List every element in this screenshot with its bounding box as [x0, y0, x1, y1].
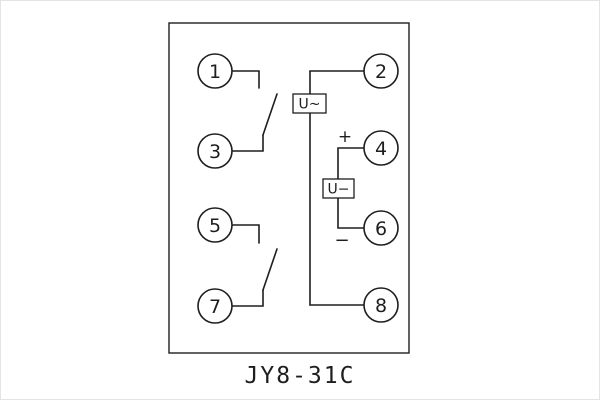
- terminal-8: 8: [363, 287, 399, 323]
- terminal-6: 6: [363, 210, 399, 246]
- ac-source: U~: [292, 93, 327, 114]
- wire-terminal-3: [231, 134, 264, 152]
- terminal-number: 5: [209, 215, 221, 237]
- terminal-number: 3: [209, 141, 221, 163]
- terminal-number: 8: [375, 295, 387, 317]
- terminal-number: 4: [375, 138, 387, 160]
- wire-terminal-4: [337, 147, 365, 180]
- terminal-number: 1: [209, 61, 221, 83]
- wire-terminal-1: [231, 70, 260, 89]
- wire-terminal-7: [231, 289, 264, 307]
- dc-source-box: [322, 178, 355, 199]
- wiring-top-contact: [231, 70, 278, 152]
- wire-terminal-6: [337, 197, 365, 229]
- dc-source-label: U−: [328, 182, 350, 198]
- wiring-bottom-contact: [231, 224, 278, 307]
- model-caption: JY8-31C: [244, 363, 356, 389]
- ac-source-label: U~: [299, 97, 321, 113]
- contact-blade-bottom: [262, 248, 278, 291]
- terminal-circle: [197, 288, 233, 324]
- terminal-5: 5: [197, 207, 233, 243]
- wire-terminal-5: [231, 224, 260, 244]
- terminal-circle: [363, 287, 399, 323]
- terminal-circle: [197, 53, 233, 89]
- ac-source-box: [292, 93, 327, 114]
- terminal-1: 1: [197, 53, 233, 89]
- contact-blade-top: [262, 93, 278, 136]
- terminal-circle: [363, 130, 399, 166]
- dc-source: U−: [322, 178, 355, 199]
- terminal-4: 4: [363, 130, 399, 166]
- terminal-number: 7: [209, 296, 221, 318]
- device-outline: [168, 22, 410, 354]
- terminal-circle: [197, 207, 233, 243]
- terminal-2: 2: [363, 53, 399, 89]
- terminal-3: 3: [197, 133, 233, 169]
- wiring-dc-branch: [337, 147, 365, 229]
- terminal-number: 2: [375, 61, 387, 83]
- terminal-circle: [363, 53, 399, 89]
- terminal-7: 7: [197, 288, 233, 324]
- terminal-circle: [363, 210, 399, 246]
- polarity-minus-label: −: [334, 230, 349, 251]
- polarity-plus-label: +: [338, 127, 352, 147]
- terminal-number: 6: [375, 218, 387, 240]
- terminal-circle: [197, 133, 233, 169]
